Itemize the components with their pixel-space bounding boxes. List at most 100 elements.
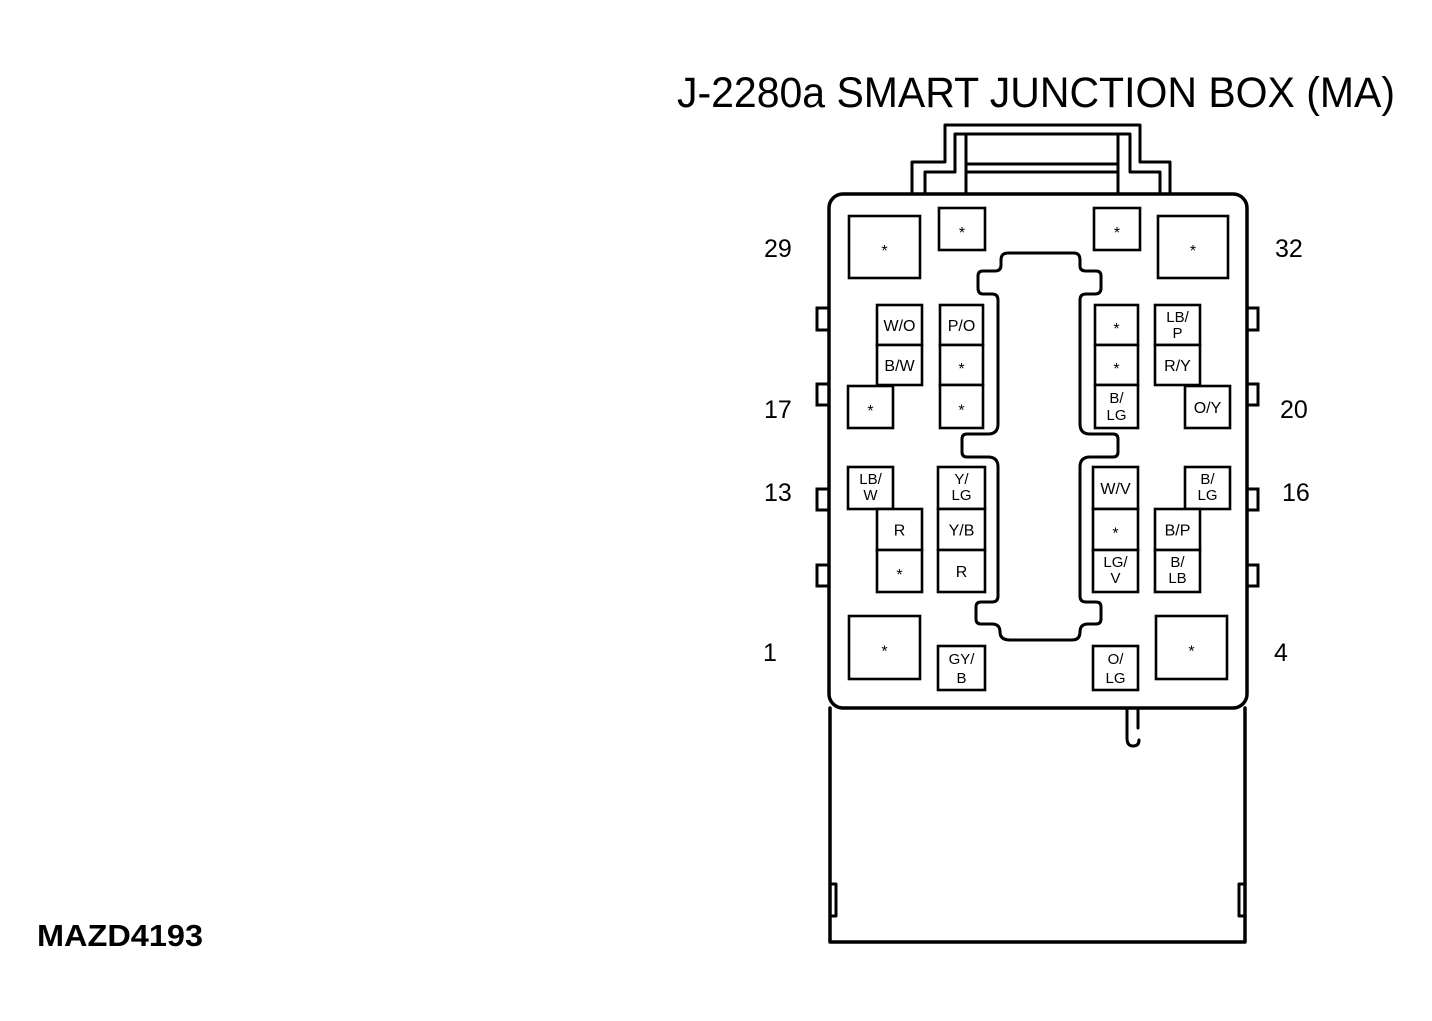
- lower-housing: [828, 706, 1247, 944]
- cavity-empty: *: [1093, 303, 1140, 347]
- cavity-lg-v: LG/ V: [1091, 548, 1140, 594]
- cavity-box: [1153, 548, 1202, 594]
- cavity-label: *: [1114, 225, 1120, 242]
- pin-number-16: 16: [1282, 479, 1310, 507]
- cavity-label: *: [881, 243, 887, 260]
- cavity-label: *: [959, 225, 965, 242]
- cavity-label-line-1: B/: [1200, 471, 1215, 488]
- cavity-label: *: [958, 361, 964, 378]
- pin-number-13: 13: [764, 479, 792, 507]
- latch-outer-outline: [910, 123, 1172, 196]
- cavity-top-right-large: *: [1156, 214, 1230, 280]
- cavity-gy-b: GY/ B: [936, 644, 987, 692]
- cavity-label: B/P: [1165, 523, 1191, 540]
- cavity-box: [846, 384, 895, 430]
- cavity-box: [1091, 644, 1140, 692]
- cavity-b-w: B/W: [875, 343, 924, 387]
- cavity-label: O/Y: [1194, 400, 1222, 417]
- cavity-label: *: [896, 567, 902, 584]
- latch-inner-outline: [923, 132, 1162, 196]
- cavity-label-line-1: GY/: [949, 651, 976, 668]
- cavity-label-line-2: LG: [1197, 487, 1217, 504]
- cavity-w-o: W/O: [875, 303, 924, 347]
- cavity-label-line-2: B: [956, 670, 966, 687]
- top-latch: [910, 123, 1172, 196]
- cavity-label-line-1: B/: [1109, 390, 1124, 407]
- pin-number-17: 17: [764, 396, 792, 424]
- housing-left-clip: [828, 882, 838, 918]
- cavity-empty: *: [1093, 343, 1140, 387]
- cavity-label: R: [956, 564, 968, 581]
- cavity-label-line-2: LG: [1106, 407, 1126, 424]
- cavity-p-o: P/O: [938, 303, 985, 347]
- cavity-box: [846, 465, 895, 511]
- cavity-label: Y/B: [949, 523, 975, 540]
- cavity-box: [1093, 343, 1140, 387]
- pin-number-20: 20: [1280, 396, 1308, 424]
- cavity-label: *: [1113, 361, 1119, 378]
- housing-right-clip: [1237, 882, 1247, 918]
- cavity-label-line-2: V: [1110, 570, 1120, 587]
- cavity-box: [1153, 507, 1202, 552]
- pin-number-1: 1: [763, 639, 777, 667]
- release-hook: [1125, 706, 1141, 748]
- cavity-bottom-right-large: *: [1154, 614, 1229, 681]
- cavity-box: [875, 507, 924, 552]
- cavity-o-lg: O/ LG: [1091, 644, 1140, 692]
- cavity-box: [1091, 548, 1140, 594]
- cavity-box: [1153, 343, 1202, 387]
- cavity-label: *: [1188, 644, 1194, 661]
- cavity-box: [936, 548, 987, 594]
- cavity-r-y: R/Y: [1153, 343, 1202, 387]
- housing-outline: [828, 706, 1247, 944]
- connector-face: [827, 192, 1249, 710]
- cavity-label: *: [881, 644, 887, 661]
- cavity-box: [1154, 614, 1229, 681]
- cavity-label-line-1: B/: [1170, 554, 1185, 571]
- cavity-lb-w: LB/ W: [846, 465, 895, 511]
- cavity-empty: *: [875, 548, 924, 594]
- cavity-w-v: W/V: [1091, 465, 1140, 511]
- cavity-label: *: [1190, 243, 1196, 260]
- cavity-box: [875, 548, 924, 594]
- diagram-title: J-2280a SMART JUNCTION BOX (MA): [677, 69, 1395, 117]
- cavity-label-line-2: LG: [951, 487, 971, 504]
- pin-number-32: 32: [1275, 235, 1303, 263]
- cavity-label: *: [958, 403, 964, 420]
- cavity-box: [847, 614, 922, 681]
- cavity-box: [936, 644, 987, 692]
- cavity-r: R: [875, 507, 924, 552]
- cavity-label: R: [894, 523, 906, 540]
- cavity-box: [875, 303, 924, 347]
- cavity-label: *: [1113, 321, 1119, 338]
- cavity-box: [1156, 214, 1230, 280]
- cavity-label-line-2: LG: [1105, 670, 1125, 687]
- cavity-box: [1183, 465, 1232, 511]
- center-key-cavity: [960, 251, 1120, 642]
- cavity-y-lg: Y/ LG: [936, 465, 987, 511]
- pin-number-29: 29: [764, 235, 792, 263]
- cavity-box: [938, 303, 985, 347]
- cavity-box: [1093, 303, 1140, 347]
- cavity-label: W/V: [1100, 481, 1131, 498]
- cavity-lb-p: LB/ P: [1153, 303, 1202, 347]
- cavity-b-p: B/P: [1153, 507, 1202, 552]
- cavity-label-line-1: Y/: [954, 471, 969, 488]
- cavity-label: B/W: [884, 358, 915, 375]
- cavity-label-line-1: LB/: [859, 471, 882, 488]
- cavity-box: [938, 383, 985, 430]
- cavity-b-lg: B/ LG: [1183, 465, 1232, 511]
- cavity-label: *: [1112, 526, 1118, 543]
- cavity-label-line-1: LB/: [1166, 309, 1189, 326]
- cavity-pin-17: *: [846, 384, 895, 430]
- cavity-b-lg: B/ LG: [1093, 383, 1140, 430]
- cavity-label: P/O: [948, 318, 976, 335]
- cavity-top-small-right: *: [1092, 206, 1142, 252]
- cavity-label-line-2: P: [1172, 325, 1182, 342]
- figure-code: MAZD4193: [37, 918, 203, 953]
- cavity-b-lb: B/ LB: [1153, 548, 1202, 594]
- cavity-label: W/O: [884, 318, 916, 335]
- cavity-box: [1091, 465, 1140, 511]
- cavity-label: R/Y: [1164, 358, 1191, 375]
